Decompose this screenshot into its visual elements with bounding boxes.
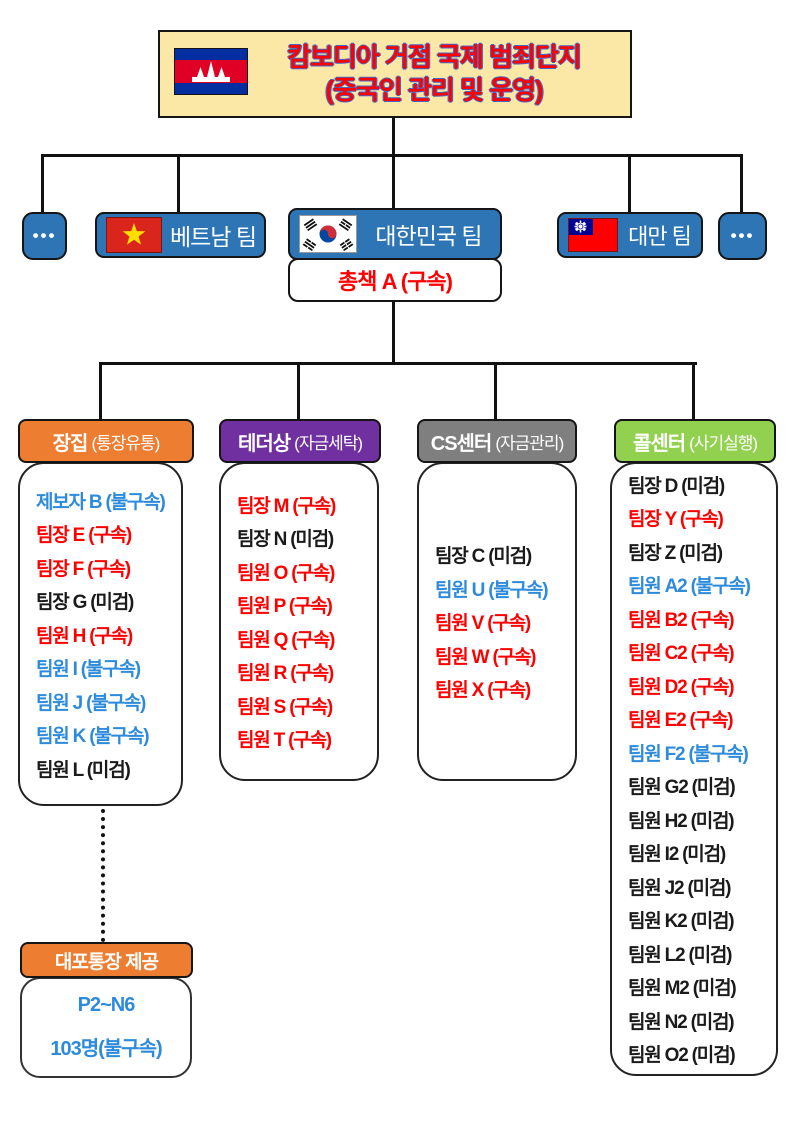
branch-member-list: 팀장 C (미검) 팀원 U (불구속) 팀원 V (구속) 팀원 W (구속) 팀원 … [417,462,577,781]
member-item: 팀장 N (미검) [237,529,334,551]
title-box: 캄보디아 거점 국제 범죄단지 (중국인 관리 및 운영) [158,30,632,118]
branch-subtitle: (통장유통) [91,433,160,453]
team-label-korea: 대한민국 팀 [375,223,482,249]
page-title: 캄보디아 거점 국제 범죄단지 (중국인 관리 및 운영) [248,41,630,107]
leader-label: 총책 A (구속) [338,269,453,294]
member-item: 팀원 U (불구속) [435,579,549,601]
connector-line [392,302,395,364]
member-item: 팀원 P (구속) [237,596,333,618]
member-item: 팀원 N2 (미검) [628,1011,735,1033]
member-item: 팀원 T (구속) [237,730,332,752]
other-teams-left-box: ••• [22,212,67,260]
connector-line [177,154,180,212]
branch-subtitle: (사기실행) [689,433,758,453]
member-item: 팀원 Q (구속) [237,629,335,651]
branch-member-list: 팀장 D (미검) 팀장 Y (구속) 팀장 Z (미검) 팀원 A2 (불구속) 팀원… [610,462,778,1076]
member-item: 팀원 D2 (구속) [628,676,735,698]
branch-member-list: 팀장 M (구속) 팀장 N (미검) 팀원 O (구속) 팀원 P (구속) 팀원 Q… [219,462,379,781]
member-item: 팀원 I2 (미검) [628,844,726,866]
member-item: 팀원 H (구속) [36,625,133,647]
member-item: 팀원 W (구속) [435,646,536,668]
connector-line [740,154,743,212]
member-item: 팀장 C (미검) [435,546,532,567]
team-label-taiwan: 대만 팀 [628,224,692,249]
branch-title: 장집 [52,432,89,455]
member-item: 팀원 S (구속) [237,696,333,718]
team-box-vietnam: 베트남 팀 [95,212,266,258]
footnote-line-2: 103명(불구속) [50,1038,162,1060]
member-item: 팀원 E2 (구속) [628,710,734,732]
cambodia-flag-icon [174,48,248,100]
member-item: 팀원 K2 (미검) [628,911,735,933]
connector-line [99,362,102,420]
footnote-line-1: P2~N6 [77,994,136,1016]
member-item: 팀원 O2 (미검) [628,1045,736,1067]
branch-jangjip: 장집 (통장유통) 제보자 B (불구속) 팀장 E (구속) 팀장 F (구속) 팀… [18,419,194,806]
branch-title: 테더상 [237,432,291,455]
member-item: 팀원 G2 (미검) [628,777,736,799]
member-item: 팀원 C2 (구속) [628,643,735,665]
member-item: 제보자 B (불구속) [36,491,166,513]
member-item: 팀장 M (구속) [237,495,336,517]
member-item: 팀장 Z (미검) [628,542,723,564]
leader-box: 총책 A (구속) [288,258,502,302]
member-item: 팀원 A2 (불구속) [628,576,751,598]
branch-subtitle: (자금세탁) [294,433,363,453]
member-item: 팀원 B2 (구속) [628,609,735,631]
member-item: 팀원 L2 (미검) [628,944,733,966]
member-item: 팀장 F (구속) [36,558,131,580]
member-item: 팀원 F2 (불구속) [628,743,749,765]
member-item: 팀원 R (구속) [237,663,334,685]
footnote-header-label: 대포통장 제공 [54,951,159,973]
branch-subtitle: (자금관리) [495,433,564,453]
connector-line [99,362,697,365]
member-item: 팀장 D (미검) [628,475,725,497]
bank-account-supply-header: 대포통장 제공 [20,942,193,978]
bank-account-supply-box: P2~N6 103명(불구속) [20,977,192,1078]
team-label-vietnam: 베트남 팀 [169,224,257,250]
vietnam-flag-icon [106,217,162,253]
branch-tether: 테더상 (자금세탁) 팀장 M (구속) 팀장 N (미검) 팀원 O (구속) 팀원… [219,419,381,781]
member-item: 팀원 J (불구속) [36,692,146,714]
member-item: 팀원 J2 (미검) [628,877,731,899]
connector-line [392,118,395,156]
ellipsis-icon: ••• [32,226,57,245]
branch-title: CS센터 [430,432,493,455]
member-item: 팀원 O (구속) [237,562,335,584]
branch-member-list: 제보자 B (불구속) 팀장 E (구속) 팀장 F (구속) 팀장 G (미검) 팀원… [18,462,183,806]
connector-line [41,154,44,212]
member-item: 팀원 I (불구속) [36,659,141,680]
member-item: 팀원 L (미검) [36,759,131,781]
member-item: 팀장 E (구속) [36,525,132,546]
member-item: 팀원 M2 (미검) [628,978,737,1000]
dotted-connector-line [101,809,105,942]
title-line-2: (중국인 관리 및 운영) [325,75,543,105]
south-korea-flag-icon [299,215,357,253]
team-box-taiwan: 대만 팀 [557,212,703,258]
member-item: 팀원 K (불구속) [36,726,150,747]
member-item: 팀장 Y (구속) [628,509,724,531]
branch-cs-center: CS센터 (자금관리) 팀장 C (미검) 팀원 U (불구속) 팀원 V (구속)… [417,419,577,781]
branch-header-jangjip: 장집 (통장유통) [18,419,194,463]
team-box-korea: 대한민국 팀 [288,208,502,260]
member-item: 팀장 G (미검) [36,592,134,613]
connector-line [628,154,631,212]
branch-header-call-center: 콜센터 (사기실행) [614,419,776,463]
connector-line [692,362,695,420]
member-item: 팀원 X (구속) [435,680,531,701]
branch-header-tether: 테더상 (자금세탁) [219,419,381,463]
ellipsis-icon: ••• [730,226,755,245]
connector-line [392,154,395,210]
taiwan-flag-icon [568,218,618,252]
member-item: 팀원 H2 (미검) [628,810,735,832]
connector-line [494,362,497,420]
member-item: 팀원 V (구속) [435,613,531,634]
connector-line [297,362,300,420]
branch-call-center: 콜센터 (사기실행) 팀장 D (미검) 팀장 Y (구속) 팀장 Z (미검) 팀원… [610,419,778,1076]
other-teams-right-box: ••• [718,212,767,260]
title-line-1: 캄보디아 거점 국제 범죄단지 [287,42,582,72]
branch-title: 콜센터 [632,432,686,455]
branch-header-cs-center: CS센터 (자금관리) [417,419,577,463]
